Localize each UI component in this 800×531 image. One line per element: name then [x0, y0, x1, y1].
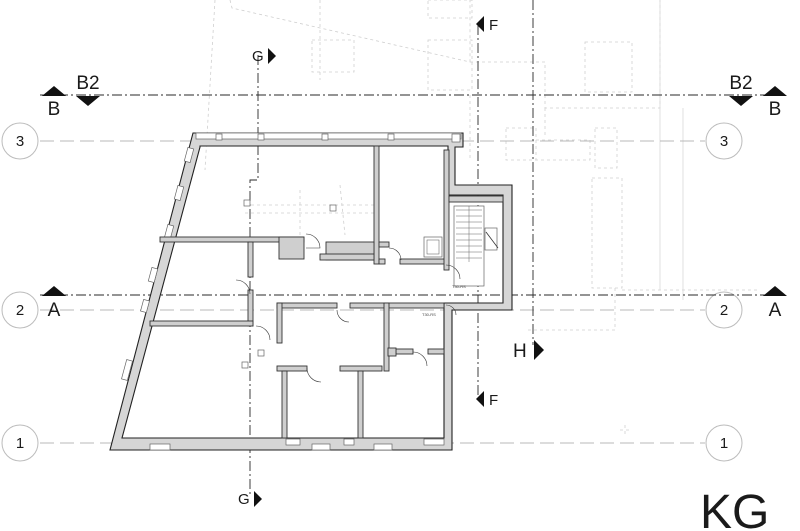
- marker-f-bottom-label: F: [489, 392, 498, 409]
- section-marker-f-bottom: F: [476, 391, 498, 409]
- axis-label-2-left: 2: [16, 302, 24, 319]
- section-marker-b-right: B2 B: [729, 73, 787, 120]
- triangle-left-icon: [476, 391, 484, 407]
- section-lines: [40, 0, 765, 495]
- section-marker-g-top: G: [252, 48, 276, 65]
- marker-b-right-label: B: [769, 99, 782, 120]
- ghost-outlines: [204, 0, 760, 435]
- marker-h-label: H: [513, 341, 527, 362]
- axis-bubble-1-left: 1: [1, 424, 39, 462]
- marker-f-top-label: F: [489, 17, 498, 34]
- triangle-up-icon: [42, 86, 66, 96]
- triangle-up-icon: [763, 286, 787, 296]
- room-note-1: T30-RS: [452, 284, 466, 289]
- triangle-left-icon: [476, 16, 484, 32]
- grid-axes: 3 3 2 2 1 1: [1, 122, 743, 462]
- axis-label-1-right: 1: [720, 435, 728, 452]
- axis-bubble-3-left: 3: [1, 122, 39, 160]
- axis-bubble-1-right: 1: [705, 424, 743, 462]
- triangle-up-icon: [763, 86, 787, 96]
- triangle-right-icon: [254, 491, 262, 507]
- section-marker-b-left: B B2: [42, 73, 100, 120]
- axis-label-1-left: 1: [16, 435, 24, 452]
- marker-g-top-label: G: [252, 48, 264, 65]
- axis-bubble-2-left: 2: [1, 291, 39, 329]
- section-marker-a-left: A: [42, 286, 66, 321]
- triangle-down-icon: [76, 96, 100, 106]
- axis-label-3-left: 3: [16, 133, 24, 150]
- marker-b2-left-label: B2: [76, 73, 99, 94]
- marker-b2-right-label: B2: [729, 73, 752, 94]
- building: T30-RS T30-RS: [109, 132, 513, 451]
- plan-label: KG: [700, 486, 769, 531]
- axis-label-2-right: 2: [720, 302, 728, 319]
- stair-treads: [456, 206, 482, 262]
- section-marker-g-bottom: G: [238, 491, 262, 508]
- section-marker-a-right: A: [763, 286, 787, 321]
- triangle-down-icon: [729, 96, 753, 106]
- section-marker-f-top: F: [476, 16, 498, 34]
- triangle-up-icon: [42, 286, 66, 296]
- marker-a-left-label: A: [48, 300, 61, 321]
- axis-bubble-2-right: 2: [705, 291, 743, 329]
- marker-a-right-label: A: [769, 300, 782, 321]
- marker-g-bottom-label: G: [238, 491, 250, 508]
- triangle-right-icon: [534, 340, 544, 360]
- marker-b-left-label: B: [48, 99, 61, 120]
- room-note-2: T30-RS: [422, 312, 436, 317]
- axis-bubble-3-right: 3: [705, 122, 743, 160]
- axis-label-3-right: 3: [720, 133, 728, 150]
- section-marker-h: H: [513, 340, 544, 362]
- triangle-right-icon: [268, 48, 276, 64]
